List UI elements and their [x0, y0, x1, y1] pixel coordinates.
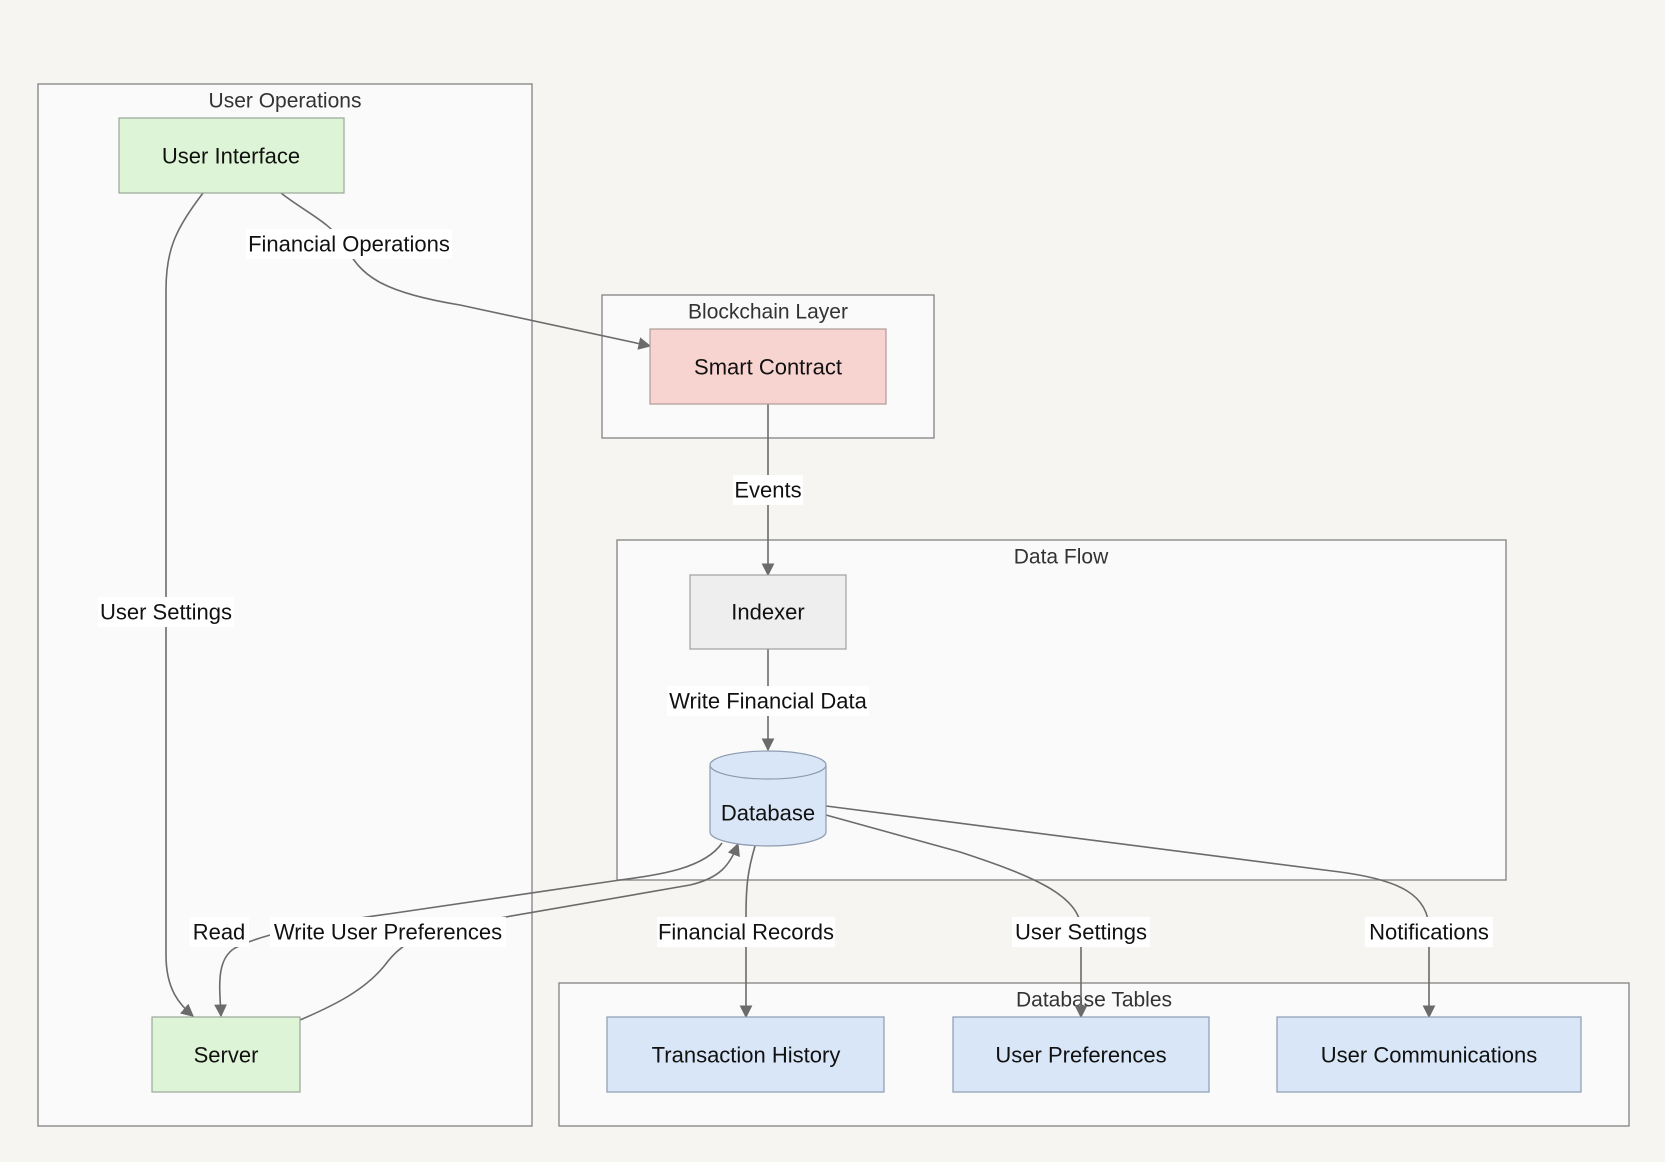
node-label-transaction-history: Transaction History	[652, 1043, 841, 1068]
node-label-user-preferences: User Preferences	[995, 1043, 1166, 1068]
edge-label-text-write-user-preferences: Write User Preferences	[274, 920, 502, 945]
edge-label-text-events: Events	[734, 478, 801, 503]
edge-label-write-financial-data: Write Financial Data	[667, 686, 869, 716]
node-server[interactable]: Server	[151, 1016, 301, 1093]
node-label-database: Database	[721, 801, 815, 826]
node-label-user-interface: User Interface	[162, 144, 300, 169]
edge-label-financial-records: Financial Records	[657, 917, 835, 947]
node-user-interface[interactable]: User Interface	[118, 117, 345, 194]
edge-labels: Financial Operations User Settings Event…	[98, 229, 1493, 947]
group-title-data-flow: Data Flow	[1014, 546, 1109, 569]
node-database[interactable]: Database	[709, 750, 827, 847]
edge-label-events: Events	[733, 475, 803, 505]
edge-financial-records	[739, 845, 756, 1019]
node-label-indexer: Indexer	[731, 600, 804, 625]
edge-label-user-settings-ui: User Settings	[98, 597, 234, 627]
edge-label-text-user-settings-ui: User Settings	[100, 600, 232, 625]
edge-label-text-user-settings-db: User Settings	[1015, 920, 1147, 945]
edge-user-settings-ui	[165, 192, 204, 1017]
node-transaction-history[interactable]: Transaction History	[606, 1016, 885, 1093]
group-title-user-operations: User Operations	[209, 90, 362, 113]
node-user-preferences[interactable]: User Preferences	[952, 1016, 1210, 1093]
edge-label-text-financial-operations: Financial Operations	[248, 232, 450, 257]
edge-label-text-notifications: Notifications	[1369, 920, 1489, 945]
node-smart-contract[interactable]: Smart Contract	[649, 328, 887, 405]
node-label-smart-contract: Smart Contract	[694, 355, 842, 380]
edge-label-notifications: Notifications	[1365, 917, 1493, 947]
edge-label-user-settings-db: User Settings	[1012, 917, 1150, 947]
edge-label-write-user-preferences: Write User Preferences	[270, 917, 506, 947]
node-label-user-communications: User Communications	[1321, 1043, 1537, 1068]
node-label-server: Server	[194, 1043, 259, 1068]
group-title-database-tables: Database Tables	[1016, 989, 1172, 1012]
edge-label-financial-operations: Financial Operations	[246, 229, 452, 259]
edge-label-text-financial-records: Financial Records	[658, 920, 834, 945]
group-title-blockchain-layer: Blockchain Layer	[688, 301, 848, 324]
node-indexer[interactable]: Indexer	[689, 574, 847, 650]
edge-label-text-write-financial-data: Write Financial Data	[669, 689, 867, 714]
node-user-communications[interactable]: User Communications	[1276, 1016, 1582, 1093]
edge-label-text-read: Read	[193, 920, 246, 945]
edge-label-read: Read	[189, 917, 249, 947]
